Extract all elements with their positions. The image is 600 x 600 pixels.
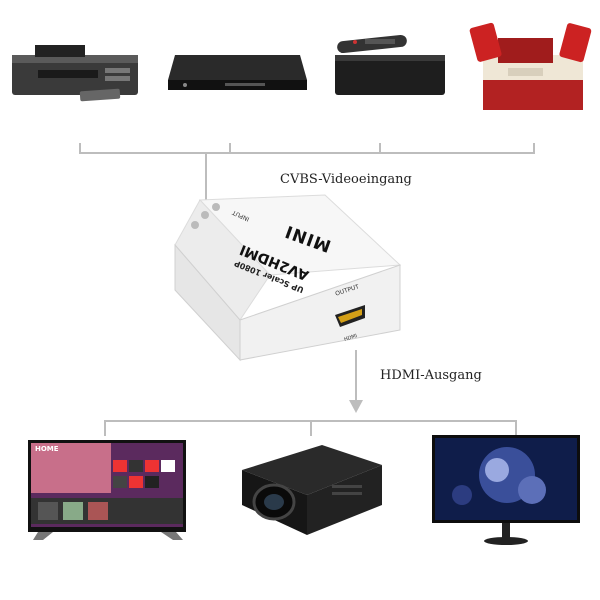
vcr-icon	[12, 45, 138, 102]
output-arrow-shaft	[355, 350, 357, 402]
monitor-icon	[432, 435, 580, 545]
top-drop-3	[379, 143, 381, 154]
converter-box	[174, 194, 402, 362]
bottom-drop-2	[310, 420, 312, 436]
input-arrow-shaft	[205, 154, 207, 202]
top-horizontal-line	[80, 152, 535, 154]
top-drop-2	[229, 143, 231, 154]
bottom-drop-1	[104, 420, 106, 436]
bottom-drop-3	[515, 420, 517, 436]
dvd-player-icon	[168, 55, 307, 90]
set-top-box-icon	[335, 34, 445, 95]
output-arrow-head	[349, 400, 363, 413]
tv-home-label: HOME	[35, 445, 59, 453]
game-console-icon	[469, 22, 592, 110]
smart-tv-icon	[28, 440, 186, 540]
input-label: CVBS-Videoeingang	[280, 172, 412, 187]
projector-icon	[242, 445, 382, 535]
top-drop-1	[79, 143, 81, 154]
output-label: HDMI-Ausgang	[380, 368, 482, 383]
top-drop-4	[533, 143, 535, 154]
